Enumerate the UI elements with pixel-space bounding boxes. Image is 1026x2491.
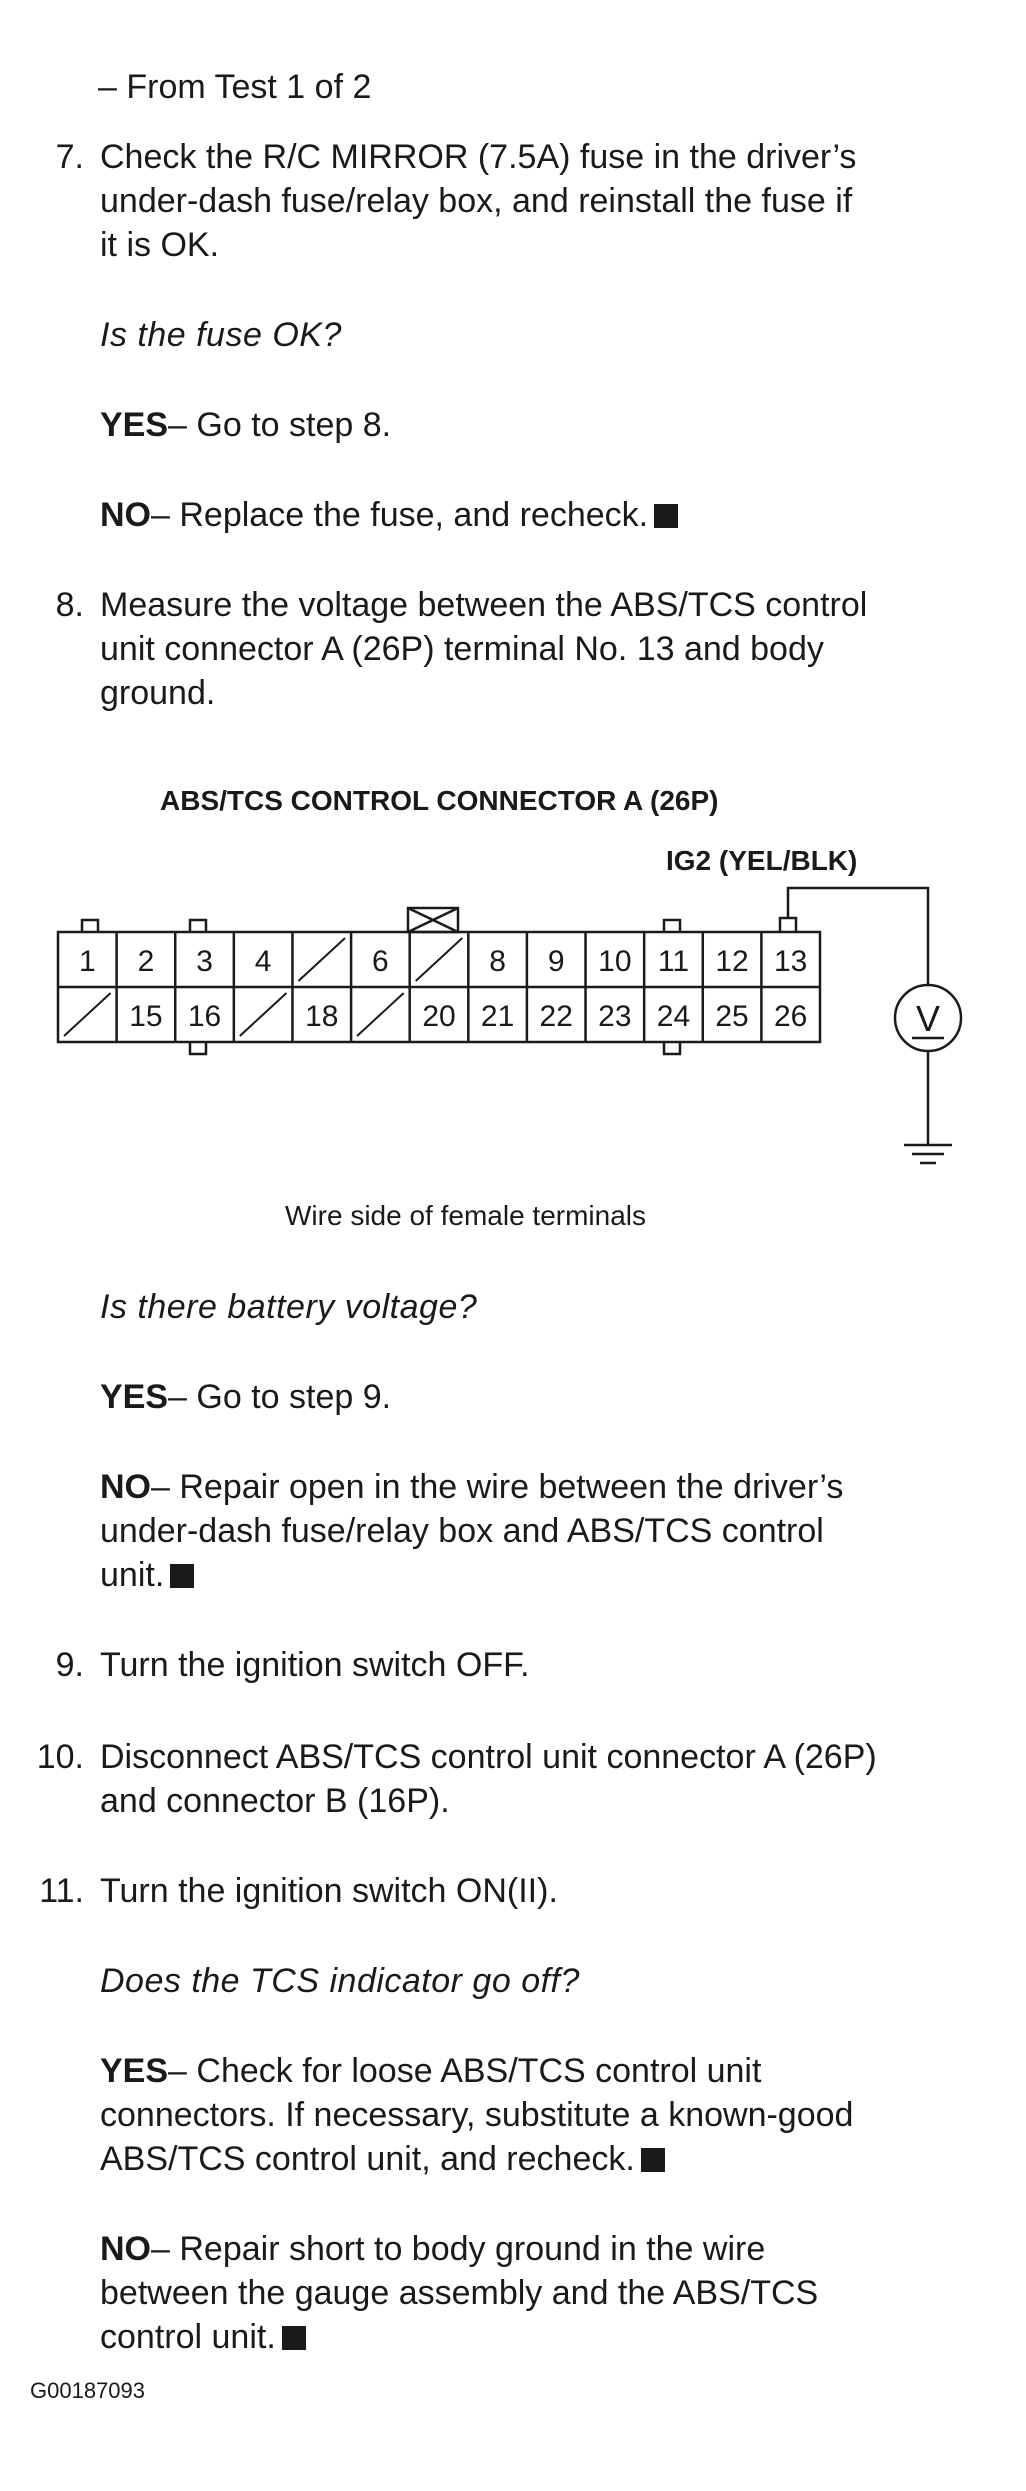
terminal-number: 24 [657,1000,690,1033]
terminal-number: 21 [481,1000,514,1033]
yes-label: YES [100,2052,169,2090]
end-mark-icon [640,2148,665,2172]
step-11-no-line-2: between the gauge assembly and the ABS/T… [100,2274,819,2312]
terminal-number: 22 [540,1000,573,1033]
step-8-no-line-1: NO– Repair open in the wire between the … [100,1462,843,1512]
connector-title: ABS/TCS CONTROL CONNECTOR A (26P) [160,785,719,816]
no-text: – Replace the fuse, and recheck. [151,496,649,534]
terminal-number: 9 [548,945,565,978]
step-11-question: Does the TCS indicator go off? [100,1962,580,2000]
empty-cavity-slash [297,937,346,982]
step-7-line-2: under-dash fuse/relay box, and reinstall… [100,182,853,220]
no-text: unit. [100,1556,165,1594]
terminal-number: 23 [598,1000,631,1033]
empty-cavity-slash [415,937,463,982]
step-10-number: 10. [36,1738,84,1776]
step-8-no-line-3: unit. [100,1550,195,1600]
step-9-number: 9. [55,1646,84,1684]
end-mark-icon [654,504,679,528]
yes-text: – Go to step 8. [168,406,392,444]
step-11-no-line-1: NO– Repair short to body ground in the w… [100,2224,765,2274]
from-test-label: – From Test 1 of 2 [98,68,372,106]
yes-label: YES [100,406,169,444]
terminal-number: 2 [138,945,155,978]
no-text: control unit. [100,2318,276,2356]
figure-code: G00187093 [30,2378,145,2403]
terminal-number: 15 [129,1000,162,1033]
yes-text: – Go to step 9. [168,1378,392,1416]
empty-cavity-slash [356,992,405,1037]
no-text: – Repair short to body ground in the wir… [151,2230,766,2268]
step-11-yes-line-1: YES– Check for loose ABS/TCS control uni… [100,2046,761,2096]
no-label: NO [100,1468,151,1506]
step-7-yes: YES– Go to step 8. [100,400,391,450]
step-7-line-3: it is OK. [100,226,220,264]
no-label: NO [100,496,151,534]
terminal-number: 8 [489,945,506,978]
wire-label: IG2 (YEL/BLK) [666,845,858,876]
terminal-number: 25 [715,1000,748,1033]
step-7-number: 7. [55,138,84,176]
terminal-number: 11 [658,945,689,978]
step-11-yes-line-3: ABS/TCS control unit, and recheck. [100,2134,665,2184]
step-7-question: Is the fuse OK? [100,316,342,354]
terminal-number: 10 [598,945,631,978]
terminal-number: 1 [79,945,96,978]
no-label: NO [100,2230,151,2268]
voltmeter-symbol: V [916,998,940,1039]
yes-text: – Check for loose ABS/TCS control unit [168,2052,762,2090]
terminal-number: 18 [305,1000,338,1033]
step-8-line-3: ground. [100,674,216,712]
terminal-number: 6 [372,945,389,978]
terminal-number: 3 [196,945,213,978]
step-8-line-2: unit connector A (26P) terminal No. 13 a… [100,630,824,668]
step-9-text: Turn the ignition switch OFF. [100,1646,530,1684]
step-10-line-1: Disconnect ABS/TCS control unit connecto… [100,1738,877,1776]
step-11-no-line-3: control unit. [100,2312,306,2362]
terminal-number: 4 [255,945,272,978]
terminal-number: 20 [422,1000,455,1033]
diagram-caption: Wire side of female terminals [285,1200,647,1231]
step-7-line-1: Check the R/C MIRROR (7.5A) fuse in the … [100,138,857,176]
no-text: – Repair open in the wire between the dr… [151,1468,844,1506]
yes-text: ABS/TCS control unit, and recheck. [100,2140,635,2178]
step-8-question: Is there battery voltage? [100,1288,478,1326]
empty-cavity-slash [63,992,112,1037]
step-8-number: 8. [55,586,84,624]
step-10-line-2: and connector B (16P). [100,1782,450,1820]
step-11-yes-line-2: connectors. If necessary, substitute a k… [100,2096,854,2134]
empty-cavity-slash [239,992,288,1037]
step-8-line-1: Measure the voltage between the ABS/TCS … [100,586,868,624]
end-mark-icon [170,1564,195,1588]
step-8-yes: YES– Go to step 9. [100,1372,391,1422]
step-8-no-line-2: under-dash fuse/relay box and ABS/TCS co… [100,1512,824,1550]
step-11-number: 11. [39,1872,84,1910]
end-mark-icon [281,2326,306,2350]
terminal-number: 13 [774,945,807,978]
terminal-number: 26 [774,1000,807,1033]
terminal-number: 16 [188,1000,221,1033]
yes-label: YES [100,1378,169,1416]
step-11-text: Turn the ignition switch ON(II). [100,1872,558,1910]
terminal-number: 12 [715,945,748,978]
step-7-no: NO– Replace the fuse, and recheck. [100,490,679,540]
